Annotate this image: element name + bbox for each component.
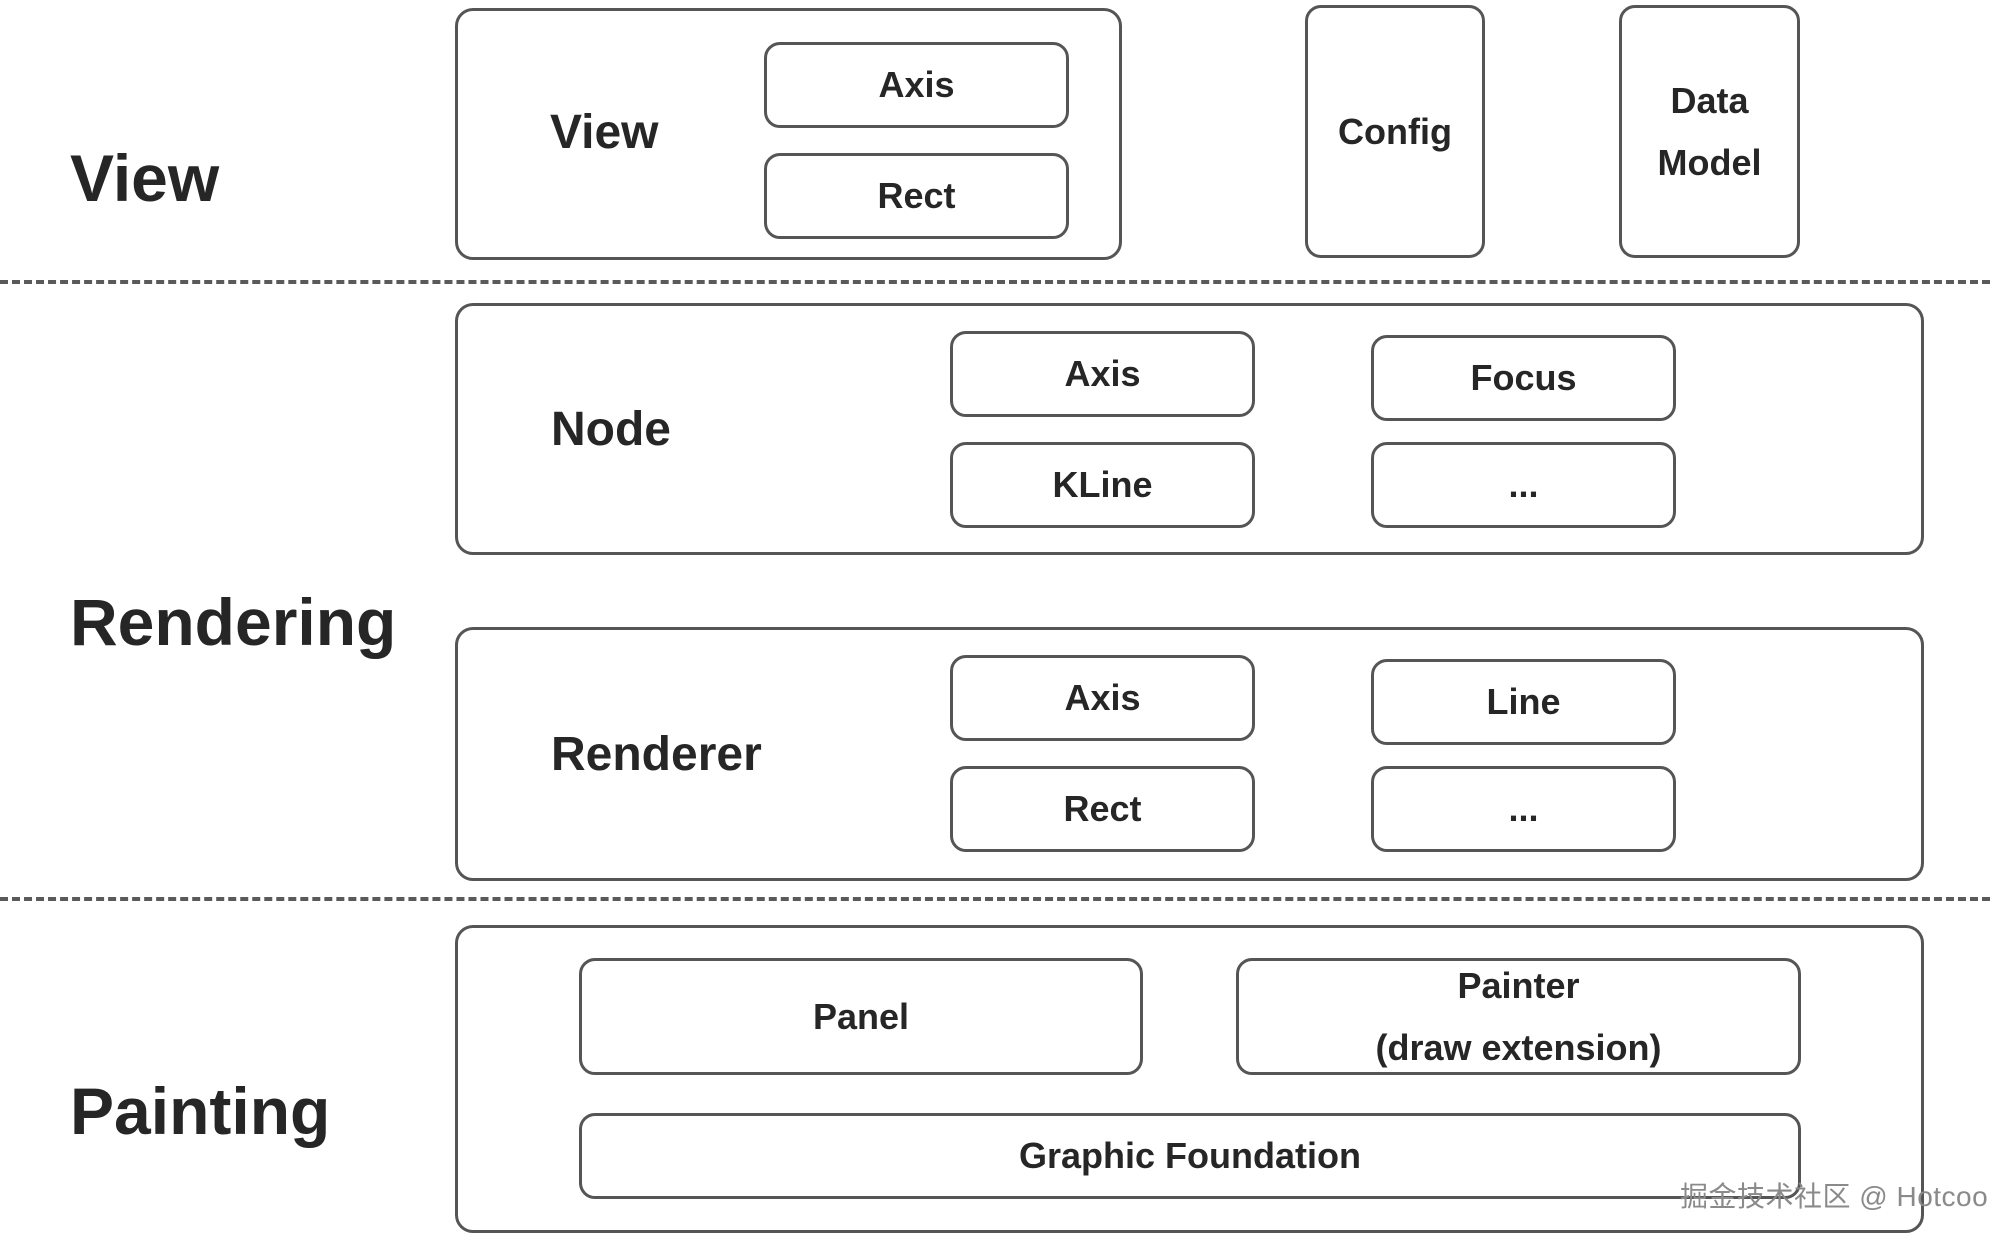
- node-focus-label: Focus: [1470, 357, 1577, 398]
- data-model-label-line2: Model: [1657, 141, 1762, 183]
- painter-label-line1: Painter: [1457, 964, 1580, 1006]
- view-rect-box: Rect: [764, 153, 1069, 239]
- graphic-foundation-box: Graphic Foundation: [579, 1113, 1801, 1199]
- renderer-rect-label: Rect: [1063, 788, 1142, 829]
- painter-label-line2: (draw extension): [1375, 1026, 1662, 1068]
- data-model-box: Data Model: [1619, 5, 1800, 258]
- layer-label-view: View: [70, 141, 220, 215]
- node-focus-box: Focus: [1371, 335, 1676, 421]
- renderer-ellipsis-label: ...: [1508, 788, 1539, 829]
- renderer-line-box: Line: [1371, 659, 1676, 745]
- layer-label-painting: Painting: [70, 1074, 331, 1148]
- node-group-title: Node: [551, 403, 671, 456]
- node-ellipsis-box: ...: [1371, 442, 1676, 528]
- renderer-ellipsis-box: ...: [1371, 766, 1676, 852]
- graphic-foundation-label: Graphic Foundation: [1019, 1135, 1361, 1176]
- panel-label: Panel: [812, 995, 910, 1037]
- renderer-axis-label: Axis: [1064, 677, 1141, 718]
- node-kline-label: KLine: [1052, 464, 1153, 505]
- view-group-title: View: [550, 106, 659, 159]
- config-box: Config: [1305, 5, 1485, 258]
- node-kline-box: KLine: [950, 442, 1255, 528]
- node-axis-box: Axis: [950, 331, 1255, 417]
- view-axis-label: Axis: [878, 64, 955, 105]
- watermark: 掘金技术社区 @ Hotcool: [1680, 1181, 1990, 1212]
- node-axis-label: Axis: [1064, 353, 1141, 394]
- renderer-line-label: Line: [1486, 681, 1561, 722]
- data-model-label-line1: Data: [1670, 79, 1749, 121]
- view-rect-label: Rect: [877, 175, 956, 216]
- node-ellipsis-label: ...: [1508, 464, 1539, 505]
- renderer-axis-box: Axis: [950, 655, 1255, 741]
- config-label: Config: [1338, 110, 1452, 152]
- view-axis-box: Axis: [764, 42, 1069, 128]
- painter-box: Painter (draw extension): [1236, 958, 1801, 1075]
- renderer-rect-box: Rect: [950, 766, 1255, 852]
- panel-box: Panel: [579, 958, 1143, 1075]
- renderer-group-title: Renderer: [551, 728, 762, 781]
- layer-label-rendering: Rendering: [70, 585, 397, 659]
- divider-rendering-painting: [0, 897, 1990, 901]
- divider-view-rendering: [0, 280, 1990, 284]
